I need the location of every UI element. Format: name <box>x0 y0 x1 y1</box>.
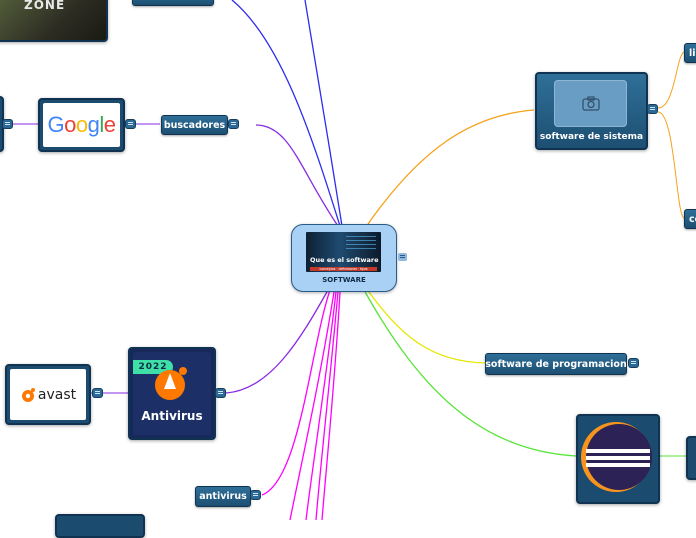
link-eclipse <box>363 289 577 457</box>
topic-antivirus[interactable]: antivirus <box>195 486 251 507</box>
central-menu-icon[interactable] <box>398 253 407 261</box>
avast-menu-icon[interactable] <box>93 389 102 397</box>
google-letter: o <box>64 112 76 137</box>
link-bottom-2 <box>305 291 337 520</box>
left-partial-menu-icon[interactable] <box>3 120 12 128</box>
google-menu-icon[interactable] <box>126 120 135 128</box>
game-image[interactable]: ZONE <box>0 0 108 42</box>
antivirus-badge: 2022 <box>133 360 173 374</box>
google-letter: o <box>75 112 88 137</box>
google-letter: G <box>47 112 65 137</box>
google-image-bg: Google <box>43 103 120 147</box>
antivirus-image-label: Antivirus <box>141 409 203 423</box>
central-thumbnail-subtitle: conceptos · definiciones · tipos <box>310 267 377 271</box>
thumbnail-code-lines <box>346 236 376 252</box>
connector-lines <box>12 0 688 520</box>
avast-shield-icon <box>155 367 187 400</box>
central-thumbnail-title: Que es el software <box>310 256 379 264</box>
google-letter: g <box>87 112 100 137</box>
link-antivirus-image <box>225 289 329 394</box>
eclipse-child-partial[interactable] <box>686 436 696 480</box>
link-bottom-1 <box>289 291 335 520</box>
software-sistema-menu-icon[interactable] <box>648 105 657 113</box>
avast-logo-icon <box>21 387 35 402</box>
software-programacion-menu-icon[interactable] <box>629 359 638 367</box>
link-software-programacion <box>365 287 487 364</box>
link-top-2 <box>231 0 341 227</box>
link-bottom-3 <box>315 291 339 520</box>
topic-right-top-partial[interactable]: li <box>684 43 696 63</box>
link-buscadores <box>255 124 339 227</box>
bottom-partial-image[interactable] <box>55 514 145 538</box>
google-image[interactable]: Google <box>38 98 125 152</box>
topic-top-partial[interactable] <box>132 0 214 6</box>
link-software-sistema <box>367 109 535 225</box>
topic-right-mid-partial[interactable]: co <box>684 209 696 229</box>
eclipse-logo <box>581 422 652 492</box>
avast-image-bg: avast <box>10 369 86 420</box>
game-title: ZONE <box>24 0 66 12</box>
google-letter: e <box>103 112 116 137</box>
antivirus-menu-icon[interactable] <box>251 491 260 499</box>
software-sistema-label: software de sistema <box>539 132 644 142</box>
antivirus-image[interactable]: 2022 Antivirus <box>128 347 216 440</box>
topic-software-programacion[interactable]: software de programacion <box>485 353 627 375</box>
link-bottom-4 <box>321 291 341 520</box>
topic-software-sistema[interactable]: software de sistema <box>535 72 648 150</box>
eclipse-image[interactable] <box>576 414 660 504</box>
link-right-mid <box>657 111 685 219</box>
avast-image[interactable]: avast <box>5 364 91 425</box>
central-thumbnail: Que es el software conceptos · definicio… <box>306 232 381 272</box>
central-node[interactable]: Que es el software conceptos · definicio… <box>291 224 397 292</box>
link-antivirus <box>261 289 331 496</box>
central-label: SOFTWARE <box>322 276 366 284</box>
antivirus-image-menu-icon[interactable] <box>216 389 225 397</box>
google-letter: l <box>99 112 104 137</box>
avast-logo-text: avast <box>37 386 77 403</box>
link-top-1 <box>304 0 343 227</box>
link-right-top <box>657 51 685 109</box>
game-image-art <box>0 0 106 40</box>
topic-buscadores[interactable]: buscadores <box>161 115 228 135</box>
google-logo: Google <box>47 112 116 138</box>
buscadores-menu-icon[interactable] <box>229 120 238 128</box>
image-placeholder <box>554 80 627 127</box>
camera-icon <box>582 96 600 111</box>
